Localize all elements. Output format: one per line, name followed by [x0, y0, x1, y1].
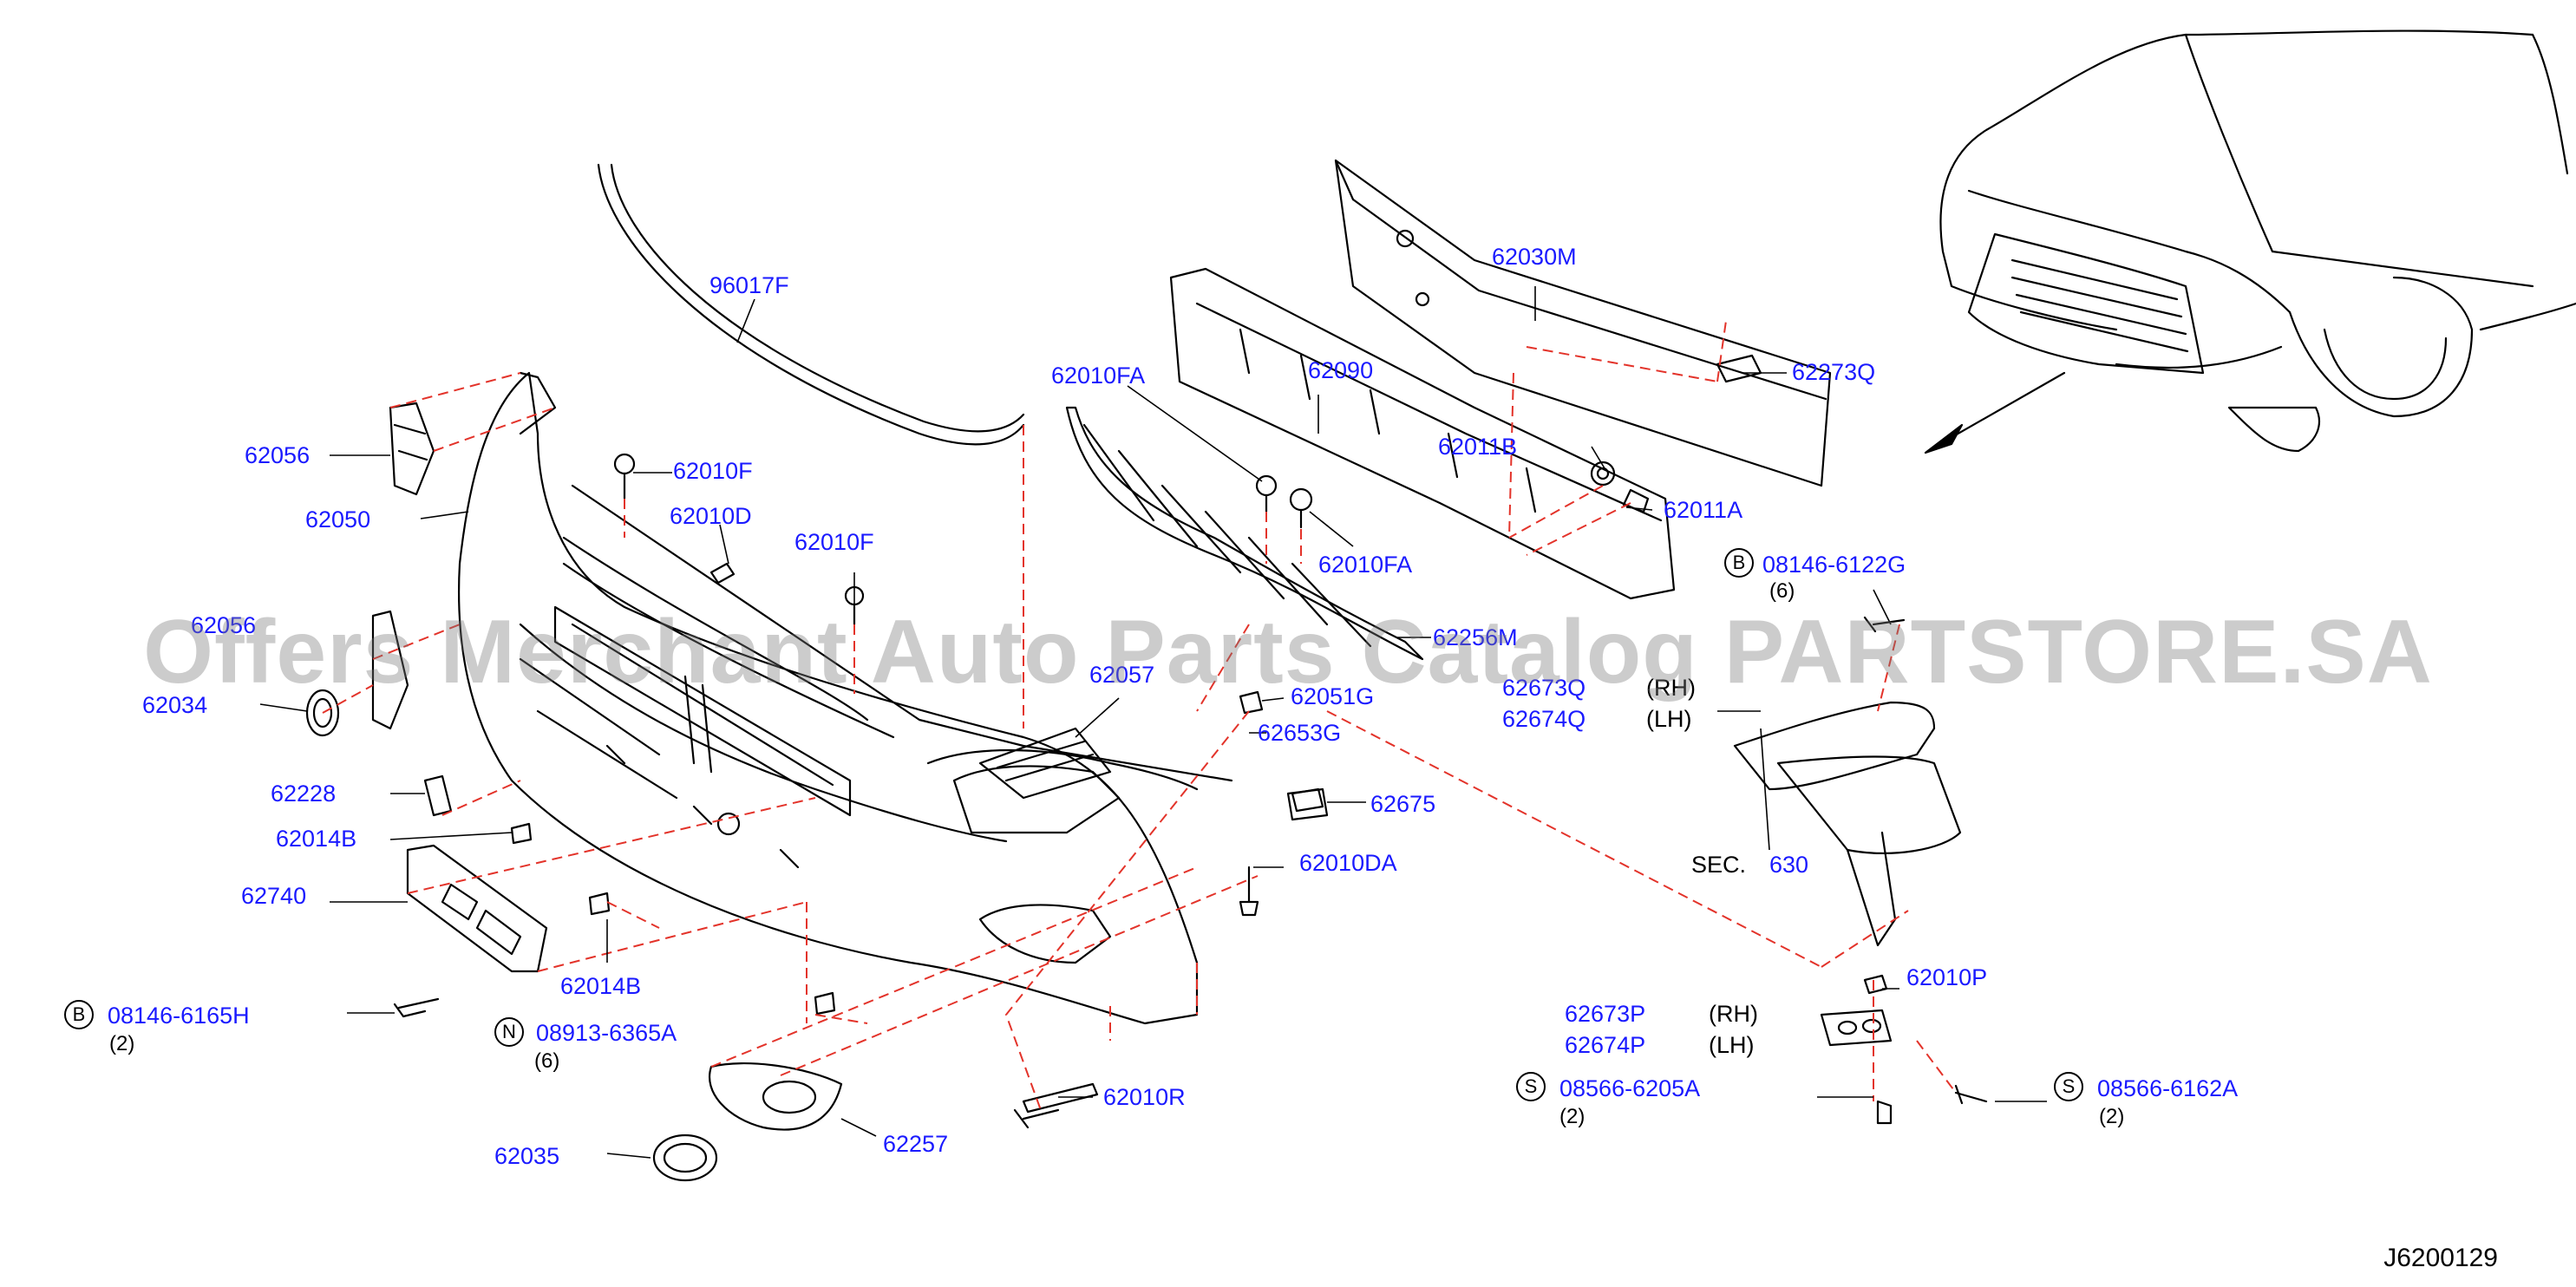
bracket-62056-top [389, 402, 435, 496]
rivet-62010R [1013, 1108, 1060, 1129]
badge-b-6122G: B [1724, 548, 1754, 578]
label-rh-p: (RH) [1709, 1001, 1758, 1027]
bracket-62057 [978, 727, 1112, 800]
qty-6165H: (2) [109, 1032, 135, 1055]
bracket-62056-mid [371, 610, 409, 730]
label-62010F-b: 62010F [794, 529, 874, 555]
reinforcement-62030M [1334, 159, 1832, 487]
label-62740: 62740 [241, 883, 307, 909]
label-62673P: 62673P [1565, 1001, 1646, 1027]
label-08146-6122G: 08146-6122G [1762, 552, 1906, 578]
leader-lines [259, 286, 2047, 1159]
label-62011B: 62011B [1438, 434, 1518, 460]
label-62014B-b: 62014B [560, 973, 642, 999]
label-08146-6165H: 08146-6165H [108, 1003, 250, 1029]
fasteners [393, 453, 1988, 1125]
label-630: 630 [1769, 852, 1809, 878]
label-62674P: 62674P [1565, 1032, 1646, 1058]
label-62010FA-bottom: 62010FA [1318, 552, 1413, 578]
qty-6205A: (2) [1559, 1105, 1585, 1128]
reference-lines [322, 320, 1957, 1111]
label-62673Q: 62673Q [1502, 675, 1586, 701]
cap-62228 [423, 774, 453, 817]
qty-6122G: (6) [1769, 579, 1795, 603]
label-62056-mid: 62056 [191, 612, 257, 638]
qty-6365A: (6) [534, 1049, 560, 1073]
fender-630 [1776, 755, 1962, 855]
label-62056-top: 62056 [245, 442, 311, 468]
label-62228: 62228 [271, 781, 337, 807]
label-62050: 62050 [305, 506, 371, 532]
label-62010DA: 62010DA [1299, 850, 1397, 876]
badge-s-6162A: S [2054, 1072, 2083, 1101]
diagram-code: J6200129 [2383, 1244, 2498, 1272]
bracket-62675 [1286, 787, 1329, 821]
label-62011A: 62011A [1664, 497, 1743, 523]
label-62257: 62257 [883, 1131, 949, 1157]
label-62014B-a: 62014B [276, 826, 357, 852]
direction-arrow-head [1924, 423, 1964, 454]
label-08566-6205A: 08566-6205A [1559, 1075, 1701, 1101]
label-62273Q: 62273Q [1792, 359, 1876, 385]
label-lh-p: (LH) [1709, 1032, 1755, 1058]
absorber-62090 [1169, 267, 1676, 600]
badge-n-6365A: N [494, 1017, 524, 1047]
label-sec: SEC. [1691, 852, 1747, 878]
fender-bracket [1733, 701, 1936, 791]
badge-b-6165H: B [64, 1000, 94, 1029]
label-62653G: 62653G [1258, 720, 1342, 746]
label-62010F-a: 62010F [673, 458, 753, 484]
label-62256M: 62256M [1433, 624, 1518, 650]
badge-s-6205A: S [1516, 1072, 1546, 1101]
direction-arrow-line [1941, 371, 2066, 444]
qty-6162A: (2) [2099, 1105, 2125, 1128]
bumper-fascia-62050 [457, 371, 1233, 1025]
label-62674Q: 62674Q [1502, 706, 1586, 732]
label-62035: 62035 [494, 1143, 560, 1169]
label-62010FA-top: 62010FA [1051, 363, 1146, 389]
label-08566-6162A: 08566-6162A [2097, 1075, 2239, 1101]
grille-62256M [1065, 406, 1424, 661]
label-rh-q: (RH) [1646, 675, 1696, 701]
label-62034: 62034 [142, 692, 208, 718]
label-62010P: 62010P [1906, 964, 1988, 990]
label-62090: 62090 [1308, 357, 1374, 383]
label-96017F: 96017F [709, 272, 789, 298]
label-62675: 62675 [1370, 791, 1436, 817]
label-62051G: 62051G [1291, 683, 1375, 709]
molding-96017F [597, 163, 1025, 446]
label-62057: 62057 [1089, 662, 1155, 688]
clip-62273Q [1716, 354, 1762, 383]
watermark: Offers Merchant Auto Parts Catalog PARTS… [143, 602, 2433, 702]
fog-cover-62257 [709, 1062, 843, 1131]
label-08913-6365A: 08913-6365A [536, 1020, 677, 1046]
label-62030M: 62030M [1492, 244, 1577, 270]
label-62010D: 62010D [670, 503, 752, 529]
bracket-62673P [1820, 1009, 1893, 1047]
label-lh-q: (LH) [1646, 706, 1692, 732]
ring-62034 [305, 689, 340, 737]
vehicle-outline [1939, 29, 2576, 453]
license-bracket-62740 [406, 844, 548, 973]
ring-62035 [652, 1133, 718, 1182]
label-62010R: 62010R [1103, 1084, 1186, 1110]
